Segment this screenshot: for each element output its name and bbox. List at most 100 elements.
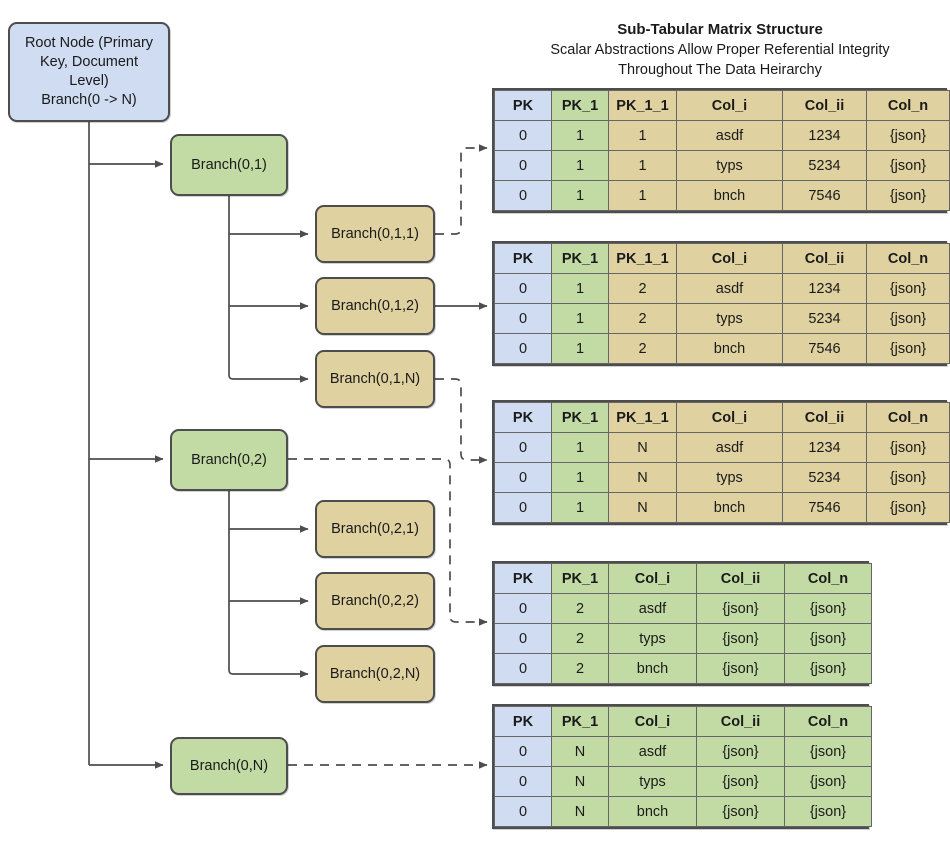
node-branch-0-1-label: Branch(0,1) (191, 156, 267, 173)
column-header: Col_n (866, 90, 950, 121)
node-branch-0-2-N-label: Branch(0,2,N) (329, 665, 421, 682)
table-cell: {json} (696, 796, 785, 827)
page-subtitle-line1: Scalar Abstractions Allow Proper Referen… (550, 42, 890, 58)
wire-b01-to-b01N (228, 196, 309, 383)
column-header: PK (494, 706, 552, 737)
table-cell: bnch (608, 796, 697, 827)
table-cell: 0 (494, 796, 552, 827)
table-cell: 0 (494, 150, 552, 181)
table-cell: 0 (494, 303, 552, 334)
column-header: PK_1 (551, 402, 609, 433)
table-cell: asdf (608, 736, 697, 767)
node-branch-0-2-label: Branch(0,2) (191, 451, 267, 468)
column-header: Col_i (676, 90, 783, 121)
node-branch-0-2-1[interactable]: Branch(0,2,1) (315, 500, 435, 558)
node-branch-0-1-N-label: Branch(0,1,N) (329, 370, 421, 387)
column-header: Col_n (784, 706, 872, 737)
table-cell: 2 (608, 303, 677, 334)
table-cell: bnch (676, 333, 783, 364)
table-cell: 0 (494, 623, 552, 654)
column-header: Col_i (608, 706, 697, 737)
column-header: Col_ii (782, 90, 867, 121)
node-branch-0-2-1-label: Branch(0,2,1) (331, 520, 419, 537)
table-cell: 1 (551, 492, 609, 523)
table-cell: 1 (551, 180, 609, 211)
node-branch-0-1-N[interactable]: Branch(0,1,N) (315, 350, 435, 408)
table-cell: 2 (608, 333, 677, 364)
table-cell: N (551, 796, 609, 827)
node-branch-0-N[interactable]: Branch(0,N) (170, 737, 288, 795)
table-cell: 1 (608, 180, 677, 211)
column-header: Col_ii (782, 402, 867, 433)
node-branch-0-2-2-label: Branch(0,2,2) (331, 592, 419, 609)
table-cell: {json} (866, 492, 950, 523)
column-header: PK_1_1 (608, 243, 677, 274)
node-branch-0-2-2[interactable]: Branch(0,2,2) (315, 572, 435, 630)
table-cell: bnch (676, 180, 783, 211)
table-cell: N (551, 736, 609, 767)
table-cell: {json} (784, 593, 872, 624)
table-cell: {json} (696, 766, 785, 797)
table-cell: 2 (551, 623, 609, 654)
column-header: PK_1_1 (608, 402, 677, 433)
node-branch-0-1[interactable]: Branch(0,1) (170, 134, 288, 196)
table-cell: 7546 (782, 180, 867, 211)
column-header: Col_i (676, 402, 783, 433)
column-header: Col_ii (696, 563, 785, 594)
table-cell: {json} (784, 766, 872, 797)
table-cell: 1234 (782, 432, 867, 463)
column-header: PK (494, 90, 552, 121)
table-cell: {json} (696, 623, 785, 654)
node-branch-0-1-2-label: Branch(0,1,2) (331, 297, 419, 314)
node-root-line4: Branch(0 -> N) (41, 92, 137, 108)
node-root[interactable]: Root Node (Primary Key, Document Level) … (8, 22, 170, 122)
table-cell: 0 (494, 273, 552, 304)
table-cell: 1 (551, 303, 609, 334)
node-branch-0-2[interactable]: Branch(0,2) (170, 429, 288, 491)
table-cell: 1 (551, 432, 609, 463)
table-cell: 5234 (782, 462, 867, 493)
node-root-line3: Level) (69, 73, 109, 89)
table-cell: 0 (494, 653, 552, 684)
node-branch-0-1-1[interactable]: Branch(0,1,1) (315, 205, 435, 263)
table-cell: asdf (676, 120, 783, 151)
node-branch-0-1-2[interactable]: Branch(0,1,2) (315, 277, 435, 335)
column-header: Col_ii (696, 706, 785, 737)
column-header: PK_1 (551, 243, 609, 274)
table-cell: 0 (494, 120, 552, 151)
table-cell: 1 (551, 150, 609, 181)
table-cell: 1 (551, 333, 609, 364)
table-cell: 0 (494, 432, 552, 463)
wire-b01N-to-table3 (435, 378, 488, 464)
table-cell: 2 (551, 653, 609, 684)
table-cell: 7546 (782, 492, 867, 523)
table-cell: asdf (676, 273, 783, 304)
node-branch-0-2-N[interactable]: Branch(0,2,N) (315, 645, 435, 703)
column-header: PK (494, 563, 552, 594)
wire-b02-to-b02N (228, 490, 309, 678)
table-cell: 1 (608, 150, 677, 181)
table-cell: 1 (551, 120, 609, 151)
table-cell: {json} (866, 303, 950, 334)
table-cell: 0 (494, 462, 552, 493)
table-cell: 1234 (782, 273, 867, 304)
table-cell: {json} (696, 653, 785, 684)
column-header: Col_i (608, 563, 697, 594)
table-cell: {json} (696, 593, 785, 624)
node-branch-0-N-label: Branch(0,N) (189, 757, 269, 774)
table-cell: 5234 (782, 150, 867, 181)
node-branch-0-1-1-label: Branch(0,1,1) (331, 225, 419, 242)
column-header: PK (494, 402, 552, 433)
table-cell: {json} (784, 736, 872, 767)
